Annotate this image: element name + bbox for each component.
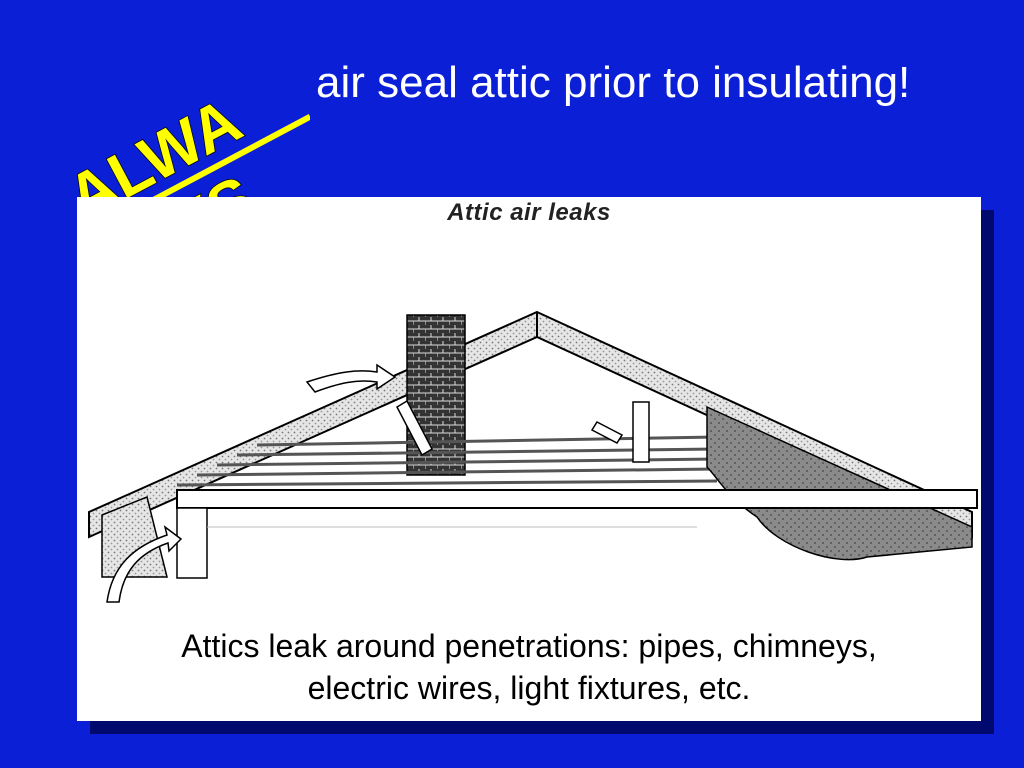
insulation: [706, 405, 973, 561]
figure-panel: Attic air leaks: [77, 197, 981, 721]
caption: Attics leak around penetrations: pipes, …: [77, 625, 981, 709]
caption-line-2: electric wires, light fixtures, etc.: [307, 670, 751, 706]
caption-line-1: Attics leak around penetrations: pipes, …: [181, 628, 877, 664]
roof-frame: [88, 310, 973, 578]
figure-title: Attic air leaks: [447, 199, 611, 226]
vent-stack: [632, 401, 650, 463]
wall-plate: [176, 489, 978, 579]
chimney: [406, 314, 466, 476]
headline: air seal attic prior to insulating!: [316, 58, 911, 107]
air-leak-arrows: [106, 363, 624, 603]
attic-illustration: [88, 310, 978, 603]
ceiling-joists: [176, 435, 718, 487]
